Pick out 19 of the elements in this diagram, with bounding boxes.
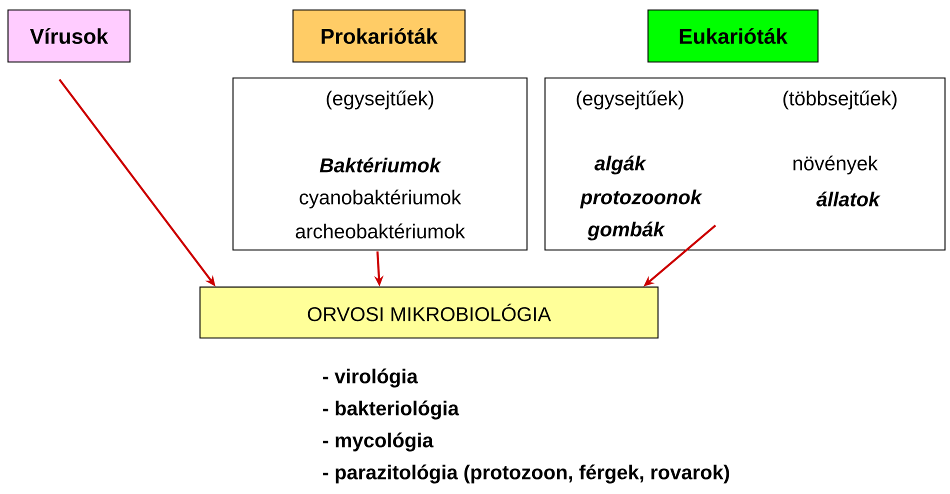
group-text: protozoonok xyxy=(580,190,702,208)
list-item: - mycológia xyxy=(323,432,434,452)
group-text: növények xyxy=(794,156,878,174)
group-text: (többsejtűek) xyxy=(783,90,897,110)
list-item: - bakteriológia xyxy=(323,400,460,420)
group-text: Baktériumok xyxy=(320,158,442,172)
group-text: gombák xyxy=(588,222,666,240)
list-item: - parazitológia (protozoon, férgek, rovarok) xyxy=(323,464,730,484)
list-item: - virológia xyxy=(323,368,418,388)
group-text: cyanobaktériumok xyxy=(300,190,462,208)
group-text: állatok xyxy=(816,192,880,206)
category-box: Eukarióták xyxy=(647,9,819,63)
group-text: (egysejtűek) xyxy=(576,90,684,110)
category-box: Vírusok xyxy=(7,9,131,63)
category-box: Prokarióták xyxy=(292,9,466,63)
group-text: (egysejtűek) xyxy=(326,90,434,110)
group-text: algák xyxy=(594,156,646,174)
group-text: archeobaktériumok xyxy=(296,224,466,238)
title-box: ORVOSI MIKROBIOLÓGIA xyxy=(199,286,659,338)
